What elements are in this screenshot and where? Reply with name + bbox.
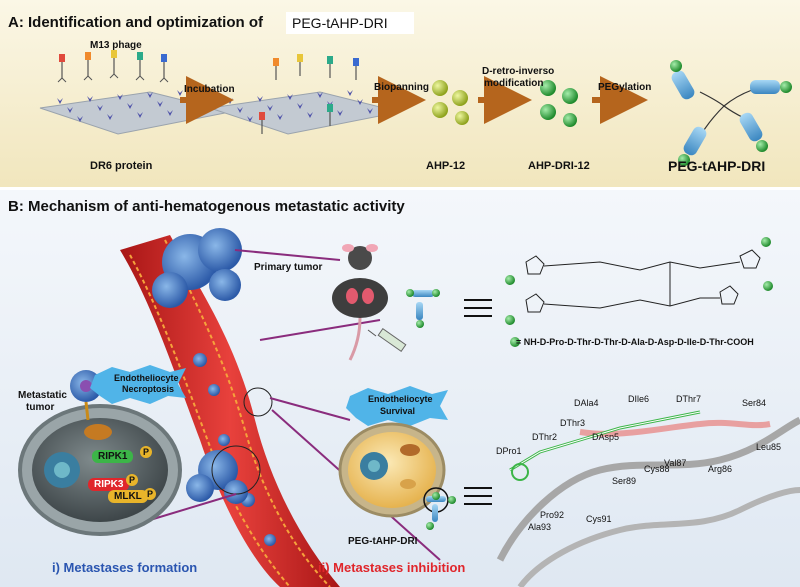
pegylation-label: PEGylation [598, 82, 652, 93]
residue-arg86: Arg86 [708, 464, 733, 474]
dr6-receptor [117, 94, 123, 100]
chemical-structure [525, 249, 761, 313]
ripk3-badge: RIPK3 [88, 478, 130, 491]
mlkl-badge: MLKL [108, 490, 148, 503]
metastatic-label-1: Metastatic [18, 390, 67, 401]
necroptosis-burst [90, 365, 186, 404]
dr6-receptor [227, 98, 233, 104]
metastatic-label-2: tumor [26, 402, 55, 413]
peg-tahp-dri-structure [670, 60, 792, 166]
p-badge-1: P [140, 446, 152, 458]
survival-burst [346, 386, 448, 426]
dr6-receptor [87, 96, 93, 102]
vessel-tumor-cluster [186, 387, 273, 504]
dr6-receptor [267, 105, 273, 111]
dr6-receptor [337, 110, 343, 116]
dr6-receptor [317, 92, 323, 98]
residue-thr3: DThr3 [560, 418, 586, 428]
panel-a-title: A: Identification and optimization of [8, 14, 263, 31]
dr6-label: DR6 protein [90, 160, 153, 172]
protein-complex-ribbon [496, 410, 800, 587]
dr6-receptor [77, 116, 83, 122]
residue-leu85: Leu85 [756, 442, 782, 452]
residue-cys88: Cys88 [644, 464, 670, 474]
metastases-formation-label: i) Metastases formation [52, 560, 198, 575]
equals-sign-bottom [464, 487, 492, 505]
peg-tahp-dri-label-b: PEG-tAHP-DRI [348, 536, 418, 547]
dr6-receptor [297, 103, 303, 109]
biopanning-label: Biopanning [374, 82, 429, 93]
m13-phages [57, 50, 359, 134]
structure-spheres [505, 237, 773, 347]
residue-val87: Val87 [664, 458, 687, 468]
dr6-receptor [367, 108, 373, 114]
dr6-receptor [307, 112, 313, 118]
dr6-receptor [137, 112, 143, 118]
dr6-receptor [147, 92, 153, 98]
peg-tahp-dri-small [406, 289, 440, 328]
m13-phage-label: M13 phage [90, 40, 142, 51]
survival-label-1: Endotheliocyte [368, 394, 433, 404]
dr6-receptor [57, 98, 63, 104]
residue-cys91: Cys91 [586, 514, 612, 524]
ripk1-badge: RIPK1 [92, 450, 134, 463]
dri-label-1: D-retro-inverso [482, 66, 555, 77]
dr6-receptor [97, 105, 103, 111]
residue-ala4: DAla4 [574, 398, 599, 408]
dr6-receptor [347, 90, 353, 96]
dr6-receptor [157, 101, 163, 107]
healthy-endothelial-cell [338, 422, 446, 518]
ahp12-label: AHP-12 [426, 160, 466, 172]
dr6-receptor [357, 99, 363, 105]
dr6-receptor [127, 103, 133, 109]
dr6-receptor [167, 110, 173, 116]
p-badge-3: P [144, 488, 156, 500]
p-badge-2: P [126, 474, 138, 486]
residue-ser84: Ser84 [742, 398, 767, 408]
residue-asp5: DAsp5 [592, 432, 620, 442]
dr6-receptor [107, 114, 113, 120]
residue-thr7: DThr7 [676, 394, 702, 404]
peptide-sequence: = NH-D-Pro-D-Thr-D-Thr-D-Ala-D-Asp-D-Ile… [516, 337, 754, 347]
dr6-receptor [67, 107, 73, 113]
blood-vessel [120, 235, 340, 587]
residue-ser89: Ser89 [612, 476, 637, 486]
dr6-receptor [247, 116, 253, 122]
survival-label-2: Survival [380, 406, 416, 416]
dr6-receptor [237, 107, 243, 113]
equals-sign [464, 299, 492, 317]
necroptosis-label-2: Necroptosis [122, 384, 175, 394]
primary-tumor-mass [152, 228, 242, 308]
peg-tahp-dri-bottom [423, 487, 456, 530]
residue-thr2: DThr2 [532, 432, 558, 442]
residue-ala93: Ala93 [528, 522, 552, 532]
residue-pro1: DPro1 [496, 446, 522, 456]
panel-a-title-box-text: PEG-tAHP-DRI [292, 15, 388, 31]
dr6-receptor [177, 90, 183, 96]
title-box [286, 12, 414, 34]
residue-pro92: Pro92 [540, 510, 565, 520]
dr6-receptor [257, 96, 263, 102]
dr6-plate-2 [209, 91, 401, 135]
proline-ring [511, 463, 529, 481]
dr6-receptor [277, 114, 283, 120]
necroptosis-label-1: Endotheliocyte [114, 373, 179, 383]
ahp-dri-label: AHP-DRI-12 [528, 160, 590, 172]
mouse-illustration [332, 244, 388, 361]
circulating-tumor-cells [193, 353, 276, 546]
dri-label-2: modification [484, 78, 544, 89]
syringe-icon [367, 327, 407, 353]
dr6-receptors [57, 90, 373, 122]
panel-b-title: B: Mechanism of anti-hematogenous metast… [8, 198, 405, 215]
primary-tumor-label: Primary tumor [254, 262, 323, 273]
ahp-dri-spheres [540, 80, 578, 127]
peg-label: PEG-tAHP-DRI [668, 158, 766, 174]
metastases-inhibition-label: ii) Metastases inhibition [318, 560, 466, 575]
necroptotic-endothelial-cell [18, 404, 182, 536]
incubation-label: Incubation [184, 84, 235, 95]
residue-ile6: DIle6 [628, 394, 650, 404]
dr6-receptor [287, 94, 293, 100]
ahp12-spheres [432, 80, 469, 125]
